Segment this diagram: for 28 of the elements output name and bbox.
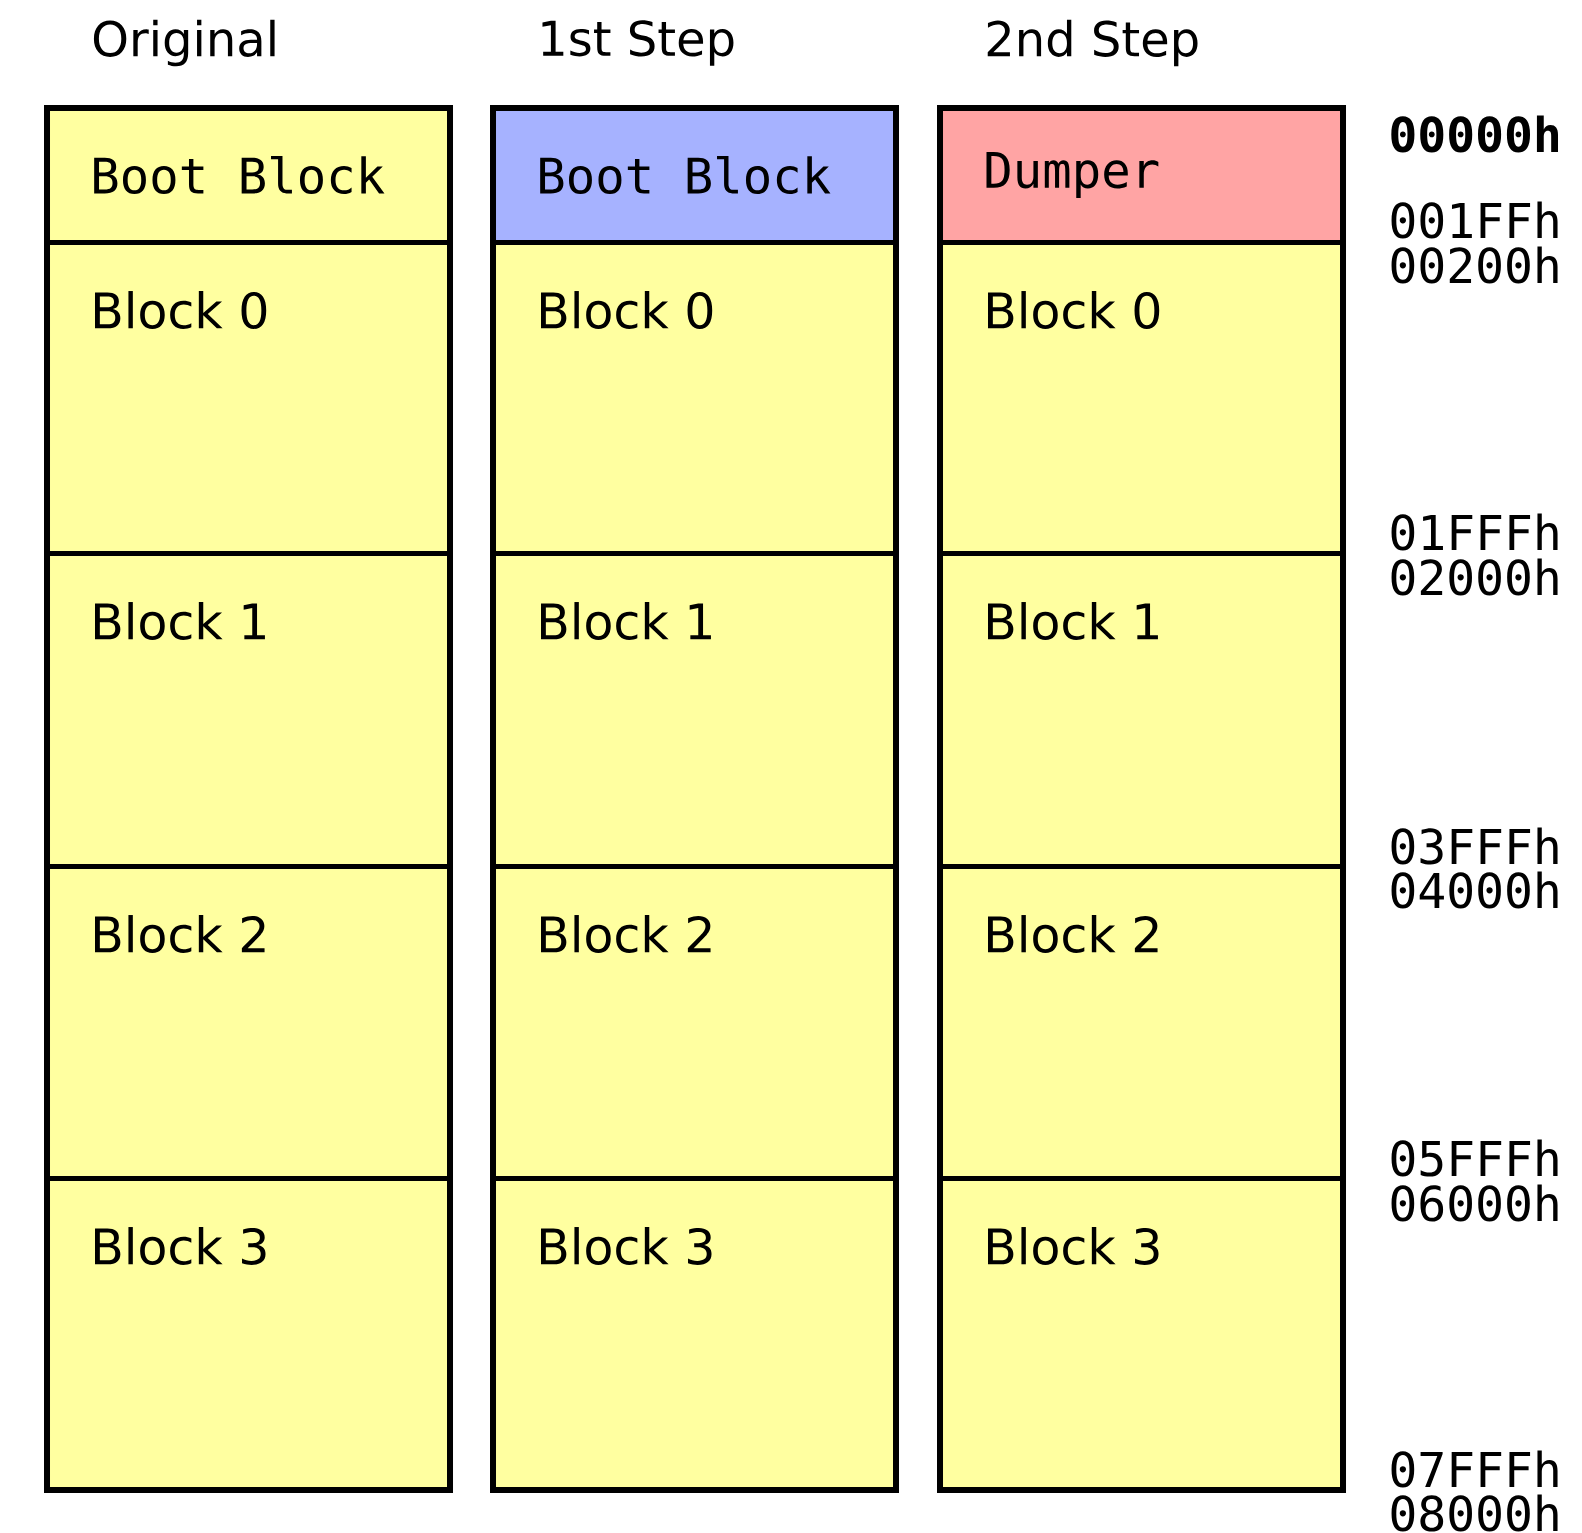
memory-block: Block 0 (490, 240, 898, 556)
memory-block: Dumper (937, 105, 1345, 245)
address-label: 00200h (1391, 246, 1558, 284)
address-label: 05FFFh (1391, 1139, 1558, 1177)
memory-block: Block 3 (490, 1176, 898, 1492)
memory-block: Block 2 (44, 864, 452, 1181)
memory-block: Block 0 (937, 240, 1345, 556)
address-label: 06000h (1391, 1184, 1558, 1222)
address-label: 03FFFh (1391, 827, 1558, 865)
address-label: 07FFFh (1391, 1450, 1558, 1488)
memory-block: Block 2 (490, 864, 898, 1181)
address-label: 04000h (1391, 871, 1558, 909)
address-label: 08000h (1391, 1494, 1558, 1532)
memory-block: Block 1 (937, 551, 1345, 869)
address-label: 01FFFh (1391, 513, 1558, 551)
node-label: 1st Step (542, 20, 734, 66)
memory-block: Block 2 (937, 864, 1345, 1181)
memory-block: Block 3 (937, 1176, 1345, 1492)
node-label: 2nd Step (987, 19, 1198, 67)
memory-block: Block 3 (44, 1176, 452, 1492)
memory-block: Boot Block (490, 105, 898, 245)
address-label: 00000h (1391, 115, 1558, 153)
node-label: Original (93, 19, 275, 67)
memory-block: Boot Block (44, 105, 452, 245)
address-label: 02000h (1391, 558, 1558, 596)
address-label: 001FFh (1391, 201, 1558, 239)
memory-block: Block 1 (490, 551, 898, 869)
memory-block: Block 1 (44, 551, 452, 869)
